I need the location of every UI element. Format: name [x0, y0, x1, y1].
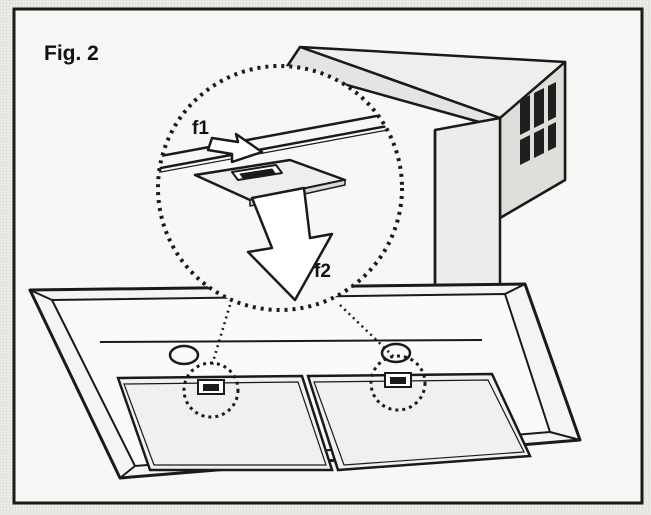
- f1-arrow: [206, 132, 264, 164]
- grease-filters: [116, 372, 532, 472]
- filter-left: [116, 374, 334, 472]
- latch-detail-circles: [182, 354, 427, 419]
- magnified-detail: [156, 64, 404, 312]
- vent-slots: [520, 82, 556, 165]
- callout-f1: f1: [192, 118, 209, 139]
- f2-arrow: [246, 186, 334, 302]
- callout-f2: f2: [314, 261, 331, 282]
- filter-right: [306, 372, 532, 472]
- latch-tabs: [197, 372, 412, 395]
- filter-latch-loops: [168, 342, 412, 366]
- figure-label: Fig. 2: [44, 42, 99, 65]
- leader-lines: [210, 304, 396, 366]
- magnifier-outline: [156, 64, 404, 312]
